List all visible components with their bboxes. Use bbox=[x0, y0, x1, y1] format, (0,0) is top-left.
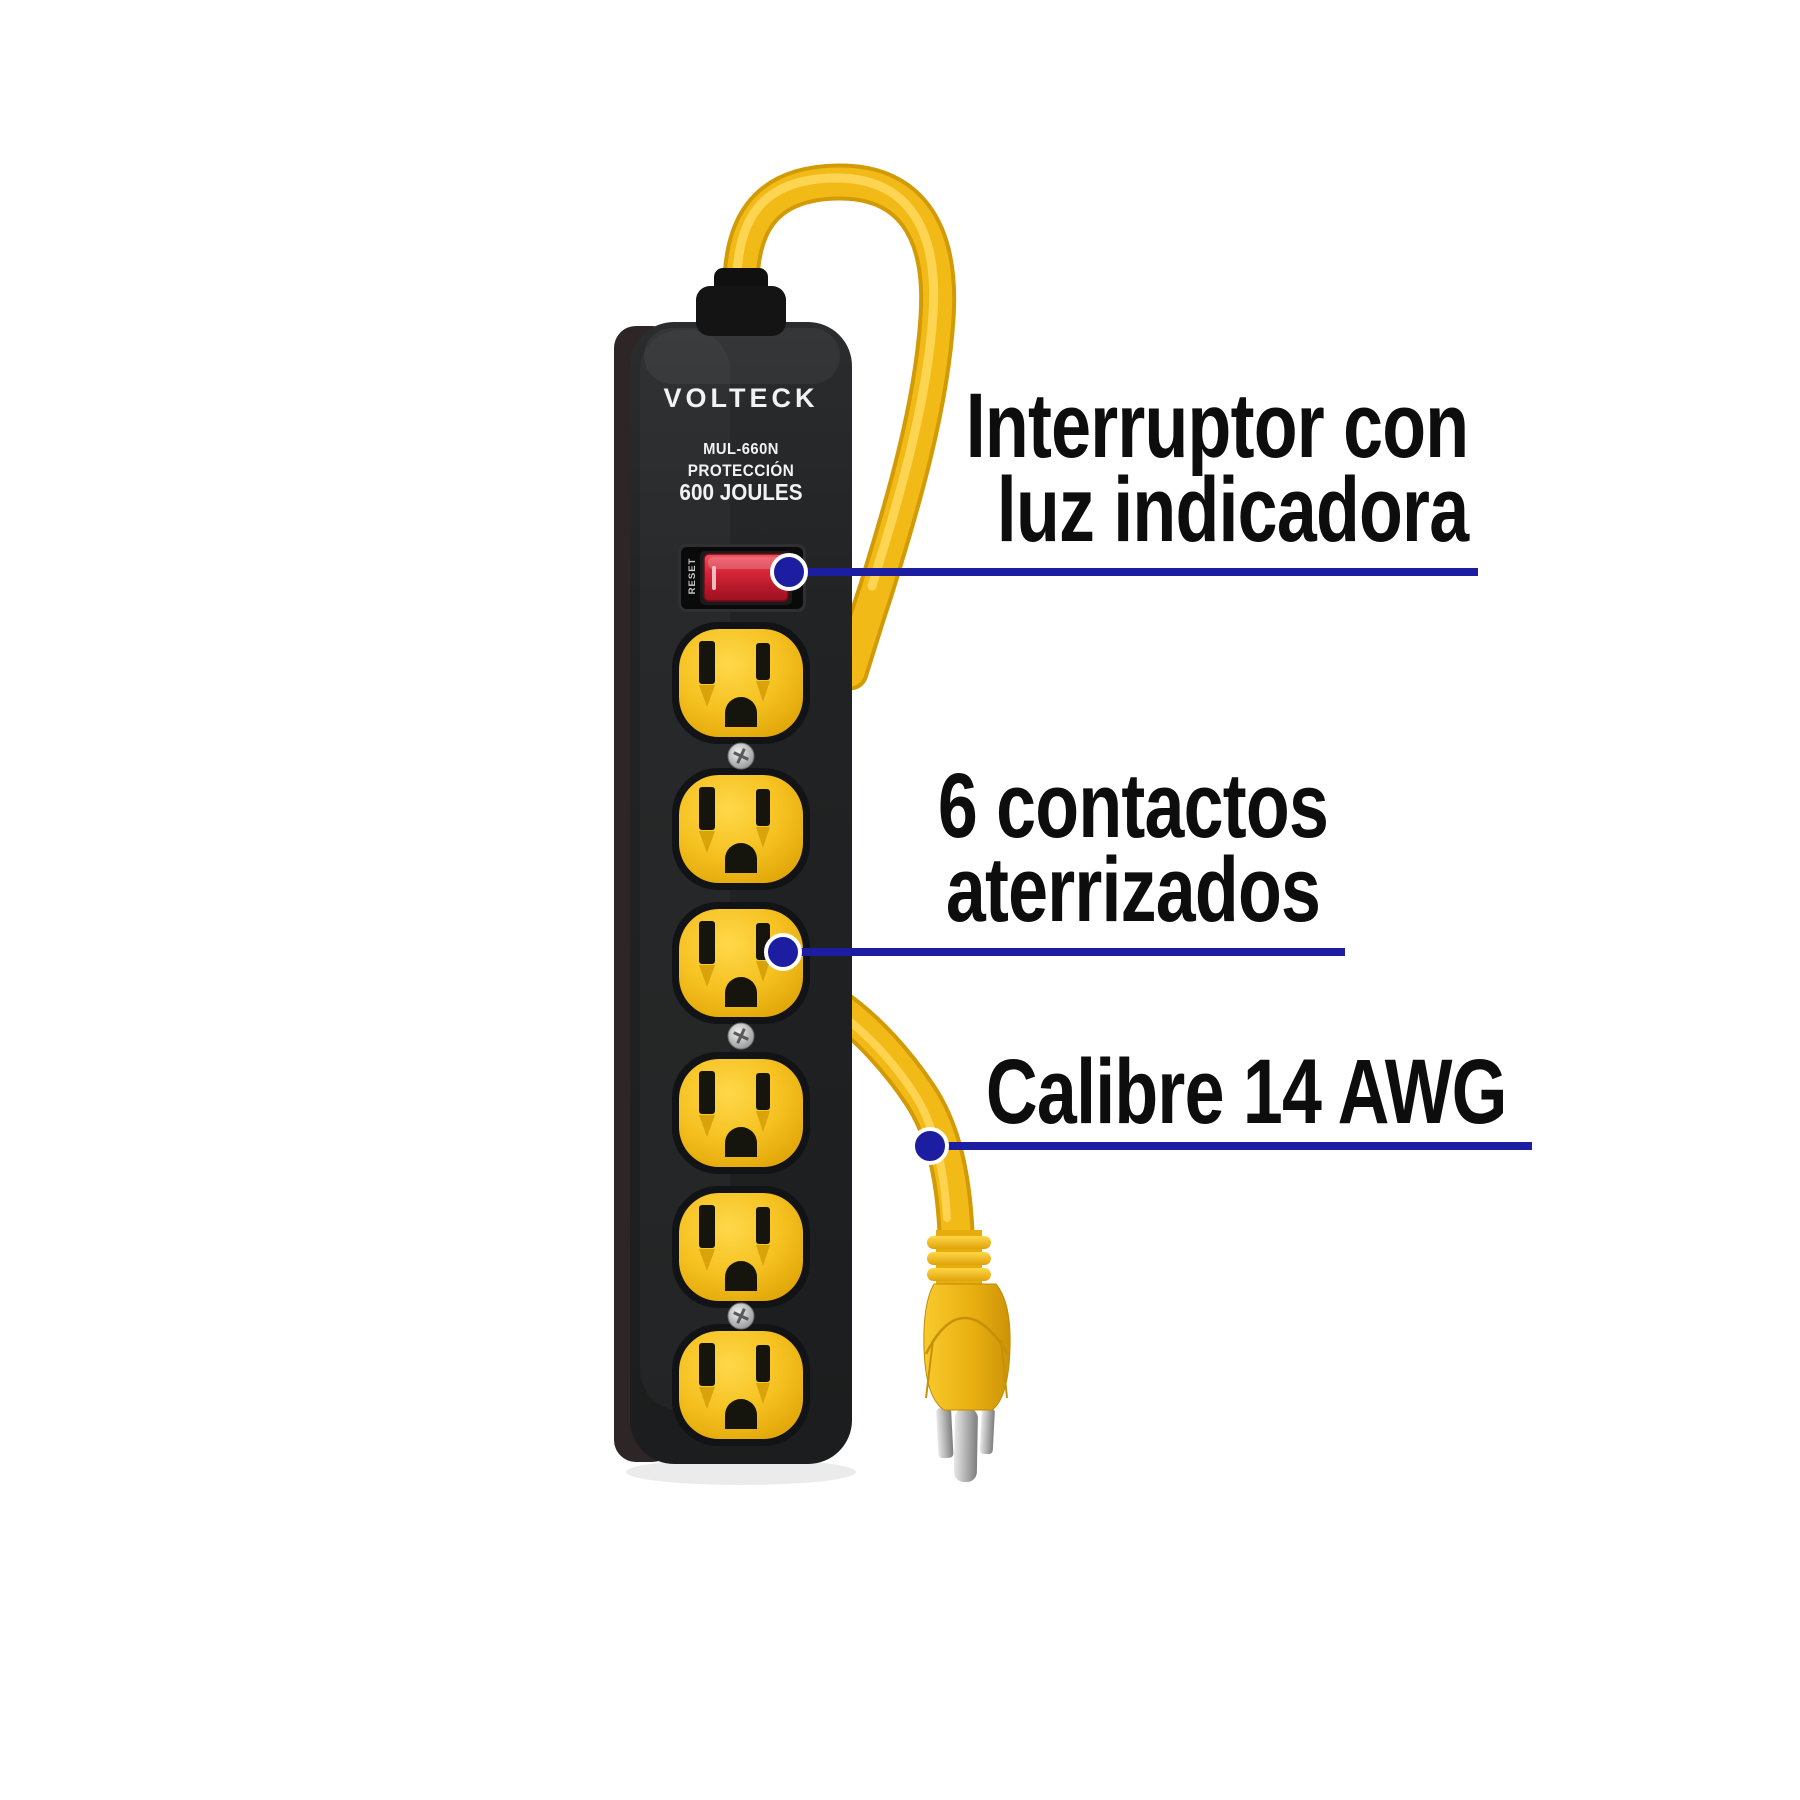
outlet-2 bbox=[672, 768, 810, 890]
annotation-cord: Calibre 14 AWG bbox=[986, 1041, 1508, 1143]
plug-body bbox=[923, 1283, 1011, 1411]
annotation-outlets: 6 contactos aterrizados bbox=[860, 755, 1406, 941]
outlet-1 bbox=[672, 622, 810, 744]
strip-shadow bbox=[626, 1459, 856, 1485]
annotation-switch-line2: luz indicadora bbox=[996, 459, 1468, 561]
outlet-5 bbox=[672, 1186, 810, 1308]
plug-prongs bbox=[936, 1407, 995, 1483]
screw-1 bbox=[726, 741, 756, 771]
annotation-cord-line1: Calibre 14 AWG bbox=[986, 1041, 1508, 1143]
screw-3 bbox=[726, 1301, 756, 1331]
model-number: MUL-660N bbox=[703, 441, 779, 458]
outlet-4 bbox=[672, 1052, 810, 1174]
protection-label: PROTECCIÓN bbox=[687, 461, 795, 480]
plug bbox=[923, 1230, 1011, 1483]
strain-relief bbox=[696, 286, 786, 336]
annotation-outlets-line2: aterrizados bbox=[945, 839, 1321, 941]
annotation-switch-line1: Interruptor con bbox=[965, 375, 1468, 477]
annotation-switch: Interruptor con luz indicadora bbox=[965, 375, 1468, 561]
callout-dot-cord bbox=[911, 1127, 949, 1165]
callout-line-outlets bbox=[783, 948, 1345, 956]
callout-line-cord bbox=[930, 1142, 1532, 1150]
callout-line-switch bbox=[789, 568, 1478, 576]
switch-on-mark bbox=[712, 566, 716, 590]
annotation-outlets-line1: 6 contactos bbox=[937, 755, 1329, 857]
joules-label: 600 JOULES bbox=[679, 479, 803, 505]
reset-label: RESET bbox=[687, 557, 698, 595]
outlet-6 bbox=[672, 1324, 810, 1446]
brand-logo: VOLTECK bbox=[663, 383, 819, 413]
reset-switch bbox=[678, 544, 806, 612]
callout-dot-switch bbox=[770, 553, 808, 591]
callout-dot-outlets bbox=[764, 933, 802, 971]
screw-2 bbox=[726, 1021, 756, 1051]
power-cord bbox=[722, 163, 977, 1271]
